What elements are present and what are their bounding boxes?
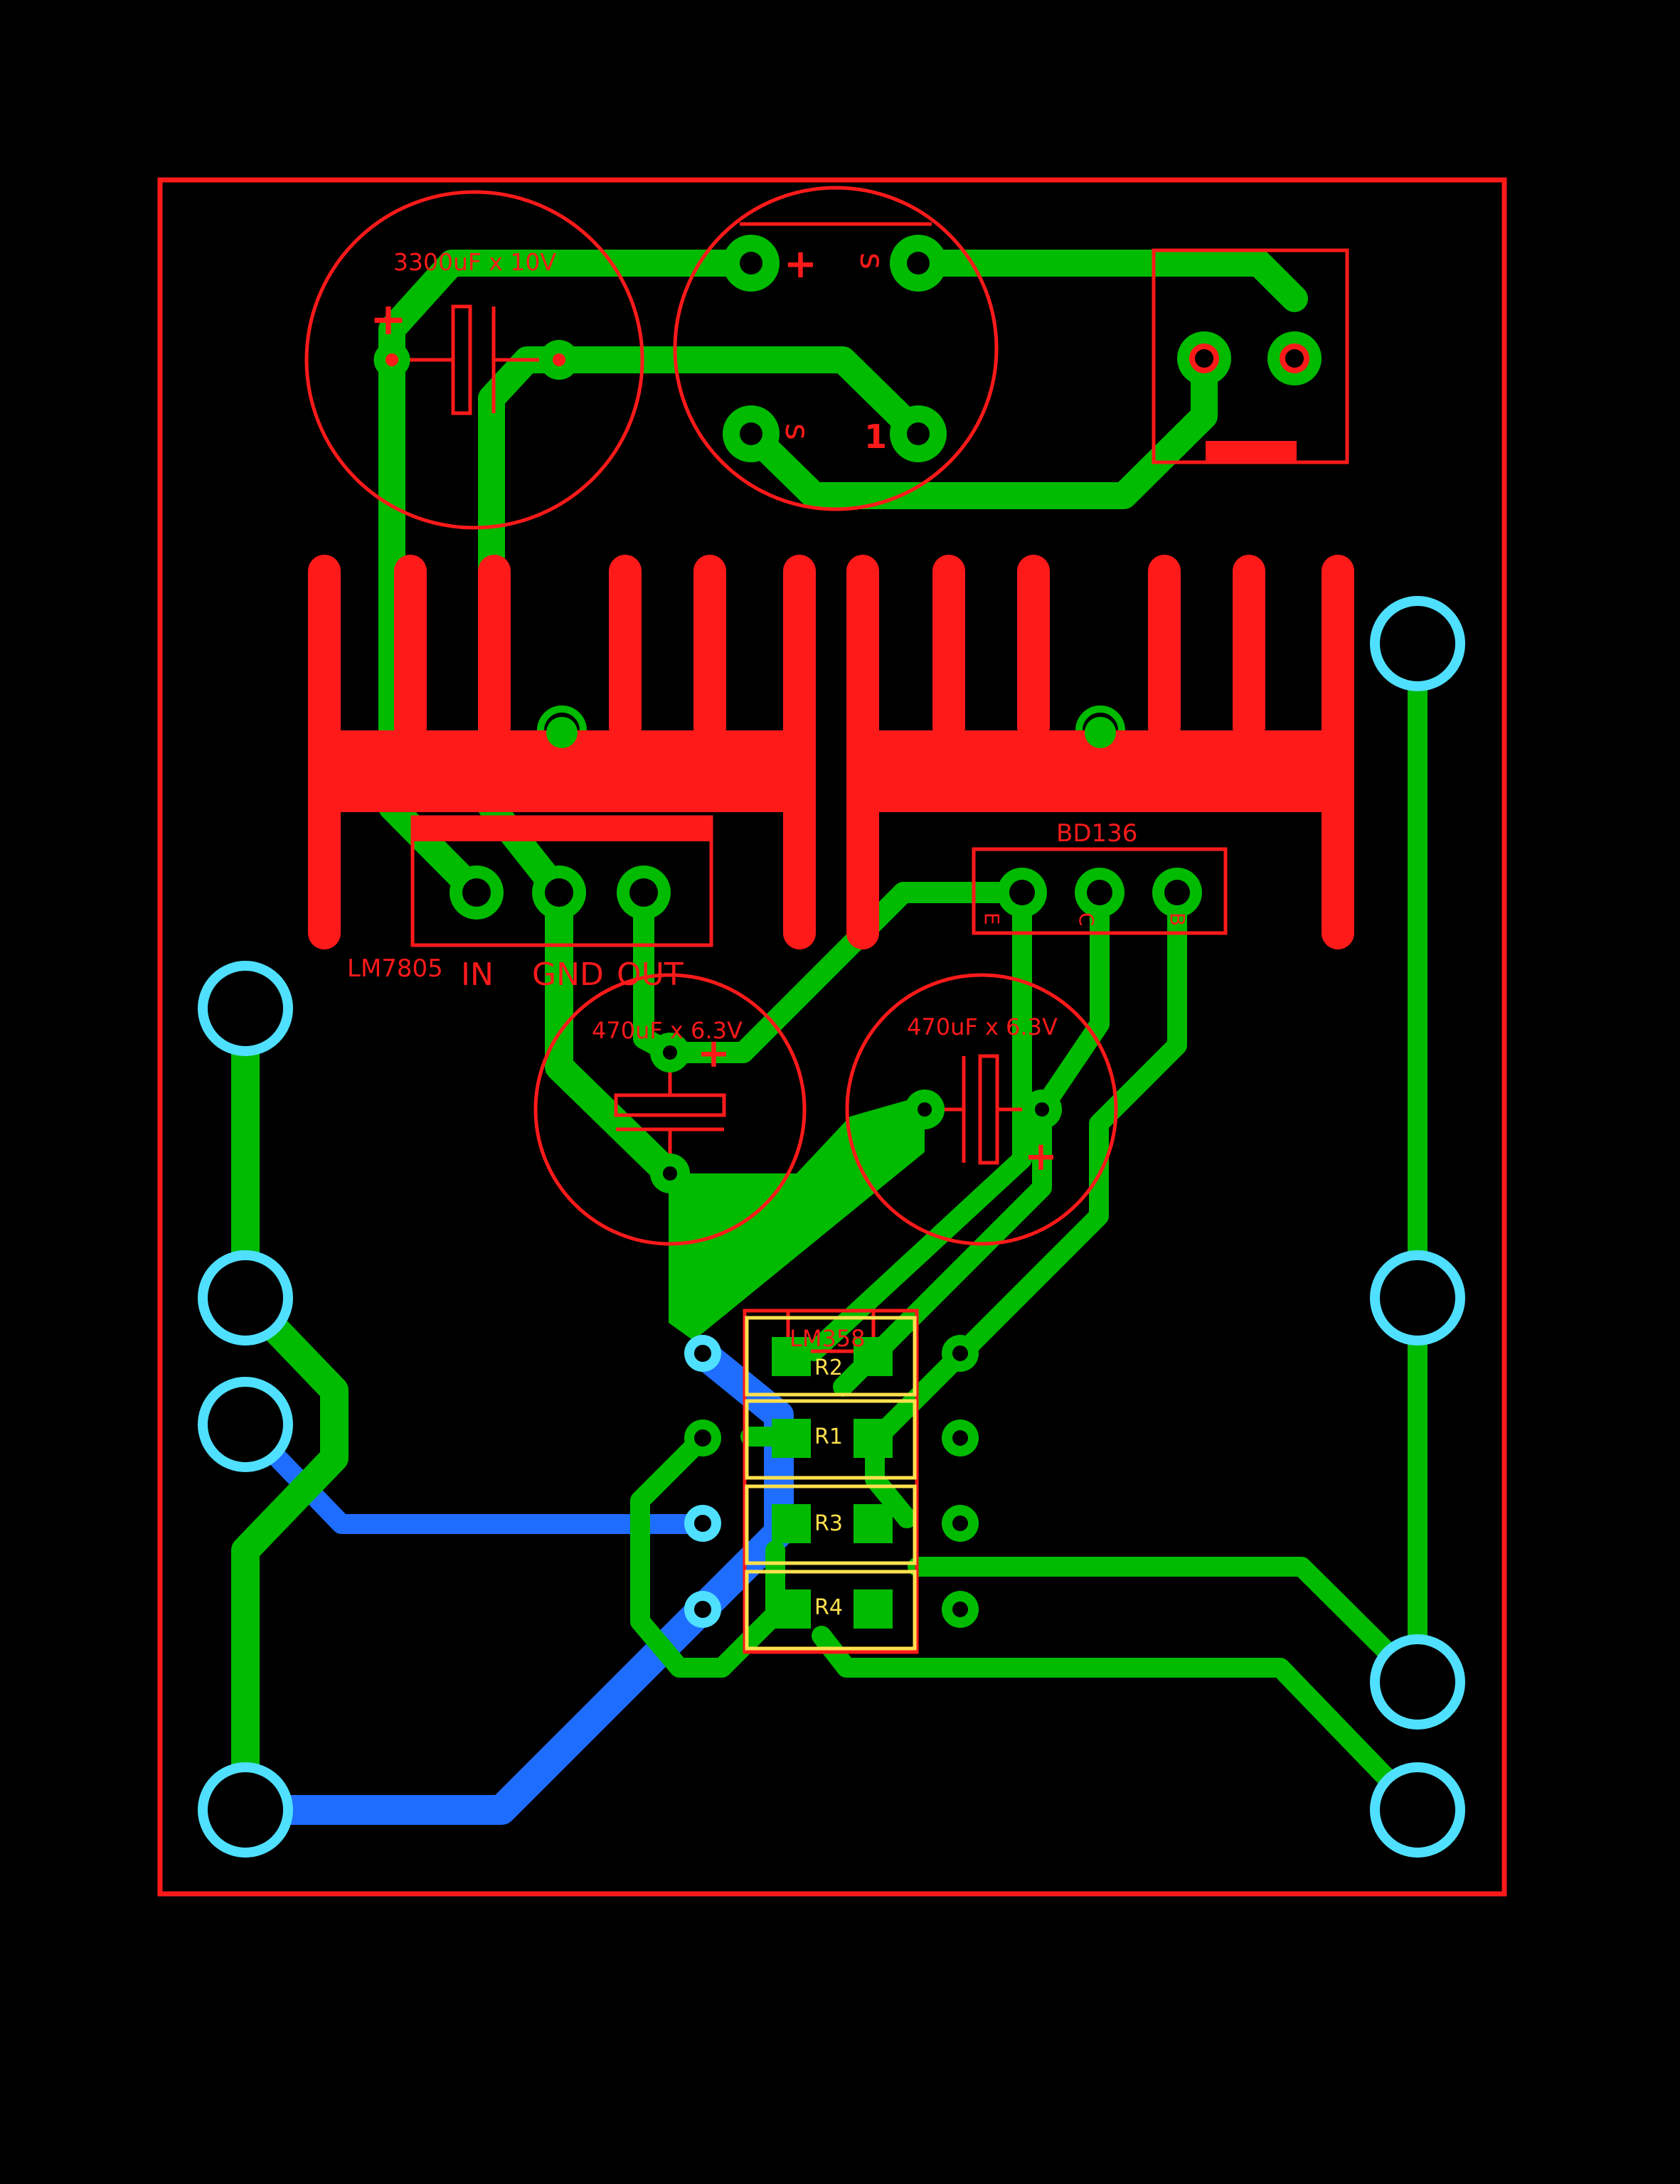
label-heatsink-left: KG-487-17 [781,816,806,942]
heatsink-right-hole-pad [1085,717,1116,748]
regulator-tab [413,817,711,841]
th-pads [373,235,1322,1628]
label-pin-c: C [1075,912,1098,927]
label-cap-right: 470uF x 6.3V [907,1013,1058,1040]
trace-gnd-down [545,878,683,1188]
label-switch-plus: + [784,241,817,287]
r1-outline [745,1399,917,1480]
trace-cap-to-e [659,882,1033,1063]
label-cap-main-plus: + [370,293,407,345]
trace-cap-right-down [833,1099,1052,1397]
label-switch-s-bottom: s [778,423,817,440]
pad-right-2 [1370,1250,1465,1346]
cap-left-outline [533,973,807,1246]
r3-outline [745,1484,917,1565]
label-cap-right-plus: + [1024,1134,1058,1180]
heatsink-right [846,555,1354,949]
label-pin-out: OUT [617,957,684,993]
label-pin-gnd: GND [532,957,604,993]
dc-jack-bar [1206,441,1297,462]
label-ic: LM358 [790,1325,866,1352]
pad-right-1 [1370,596,1465,691]
trace-switch-to-jack-2 [738,345,1218,509]
heatsink-left-hole-pad [546,717,578,748]
label-pin-b: B [1166,912,1189,926]
silkscreen [304,186,1349,1654]
pad-left-2 [198,1250,293,1346]
label-r2: R2 [814,1355,843,1380]
pad-left-1 [198,961,293,1056]
heatsink-right-hole [1075,705,1125,731]
top-copper-traces [231,250,1428,1824]
smd-outlines [745,1316,917,1651]
pad-right-4 [1370,1762,1465,1858]
transistor-outline [972,847,1228,935]
pad-left-4 [198,1762,293,1858]
r2-outline [745,1316,917,1397]
label-switch-one: 1 [864,417,887,456]
label-cap-main: 3300uF x 10V [393,248,556,276]
board-outline [157,177,1507,1897]
label-r1: R1 [814,1424,843,1449]
heatsink-left [308,555,816,949]
pad-left-3 [198,1377,293,1472]
trace-left-pads [231,994,349,1824]
trace-switch-to-jack [905,250,1308,312]
cap-main-outline [304,190,644,530]
trace-right-lower-1 [908,1557,1428,1692]
label-pin-in: IN [461,957,494,993]
mounting-pads [198,596,1465,1858]
pad-right-3 [1370,1634,1465,1730]
label-r4: R4 [814,1595,843,1620]
label-cap-left: 470uF x 6.3V [592,1017,743,1044]
trace-c-to-cap [1032,883,1110,1119]
smd-pads [772,1337,893,1629]
label-cap-left-plus: + [697,1030,730,1077]
switch-outline [673,186,999,511]
cap-right-outline [845,973,1118,1246]
label-switch-s-top: s [853,252,891,270]
heatsink-left-hole [537,705,587,731]
label-regulator: LM7805 [347,954,443,983]
label-transistor: BD136 [1056,819,1137,848]
label-heatsink-right: KG-487-17 [1319,816,1344,942]
copper-pour [669,1095,925,1341]
label-r3: R3 [814,1511,843,1536]
label-pin-e: E [980,912,1004,925]
r4-outline [745,1570,917,1651]
trace-cap-to-switch-1 [546,346,932,447]
